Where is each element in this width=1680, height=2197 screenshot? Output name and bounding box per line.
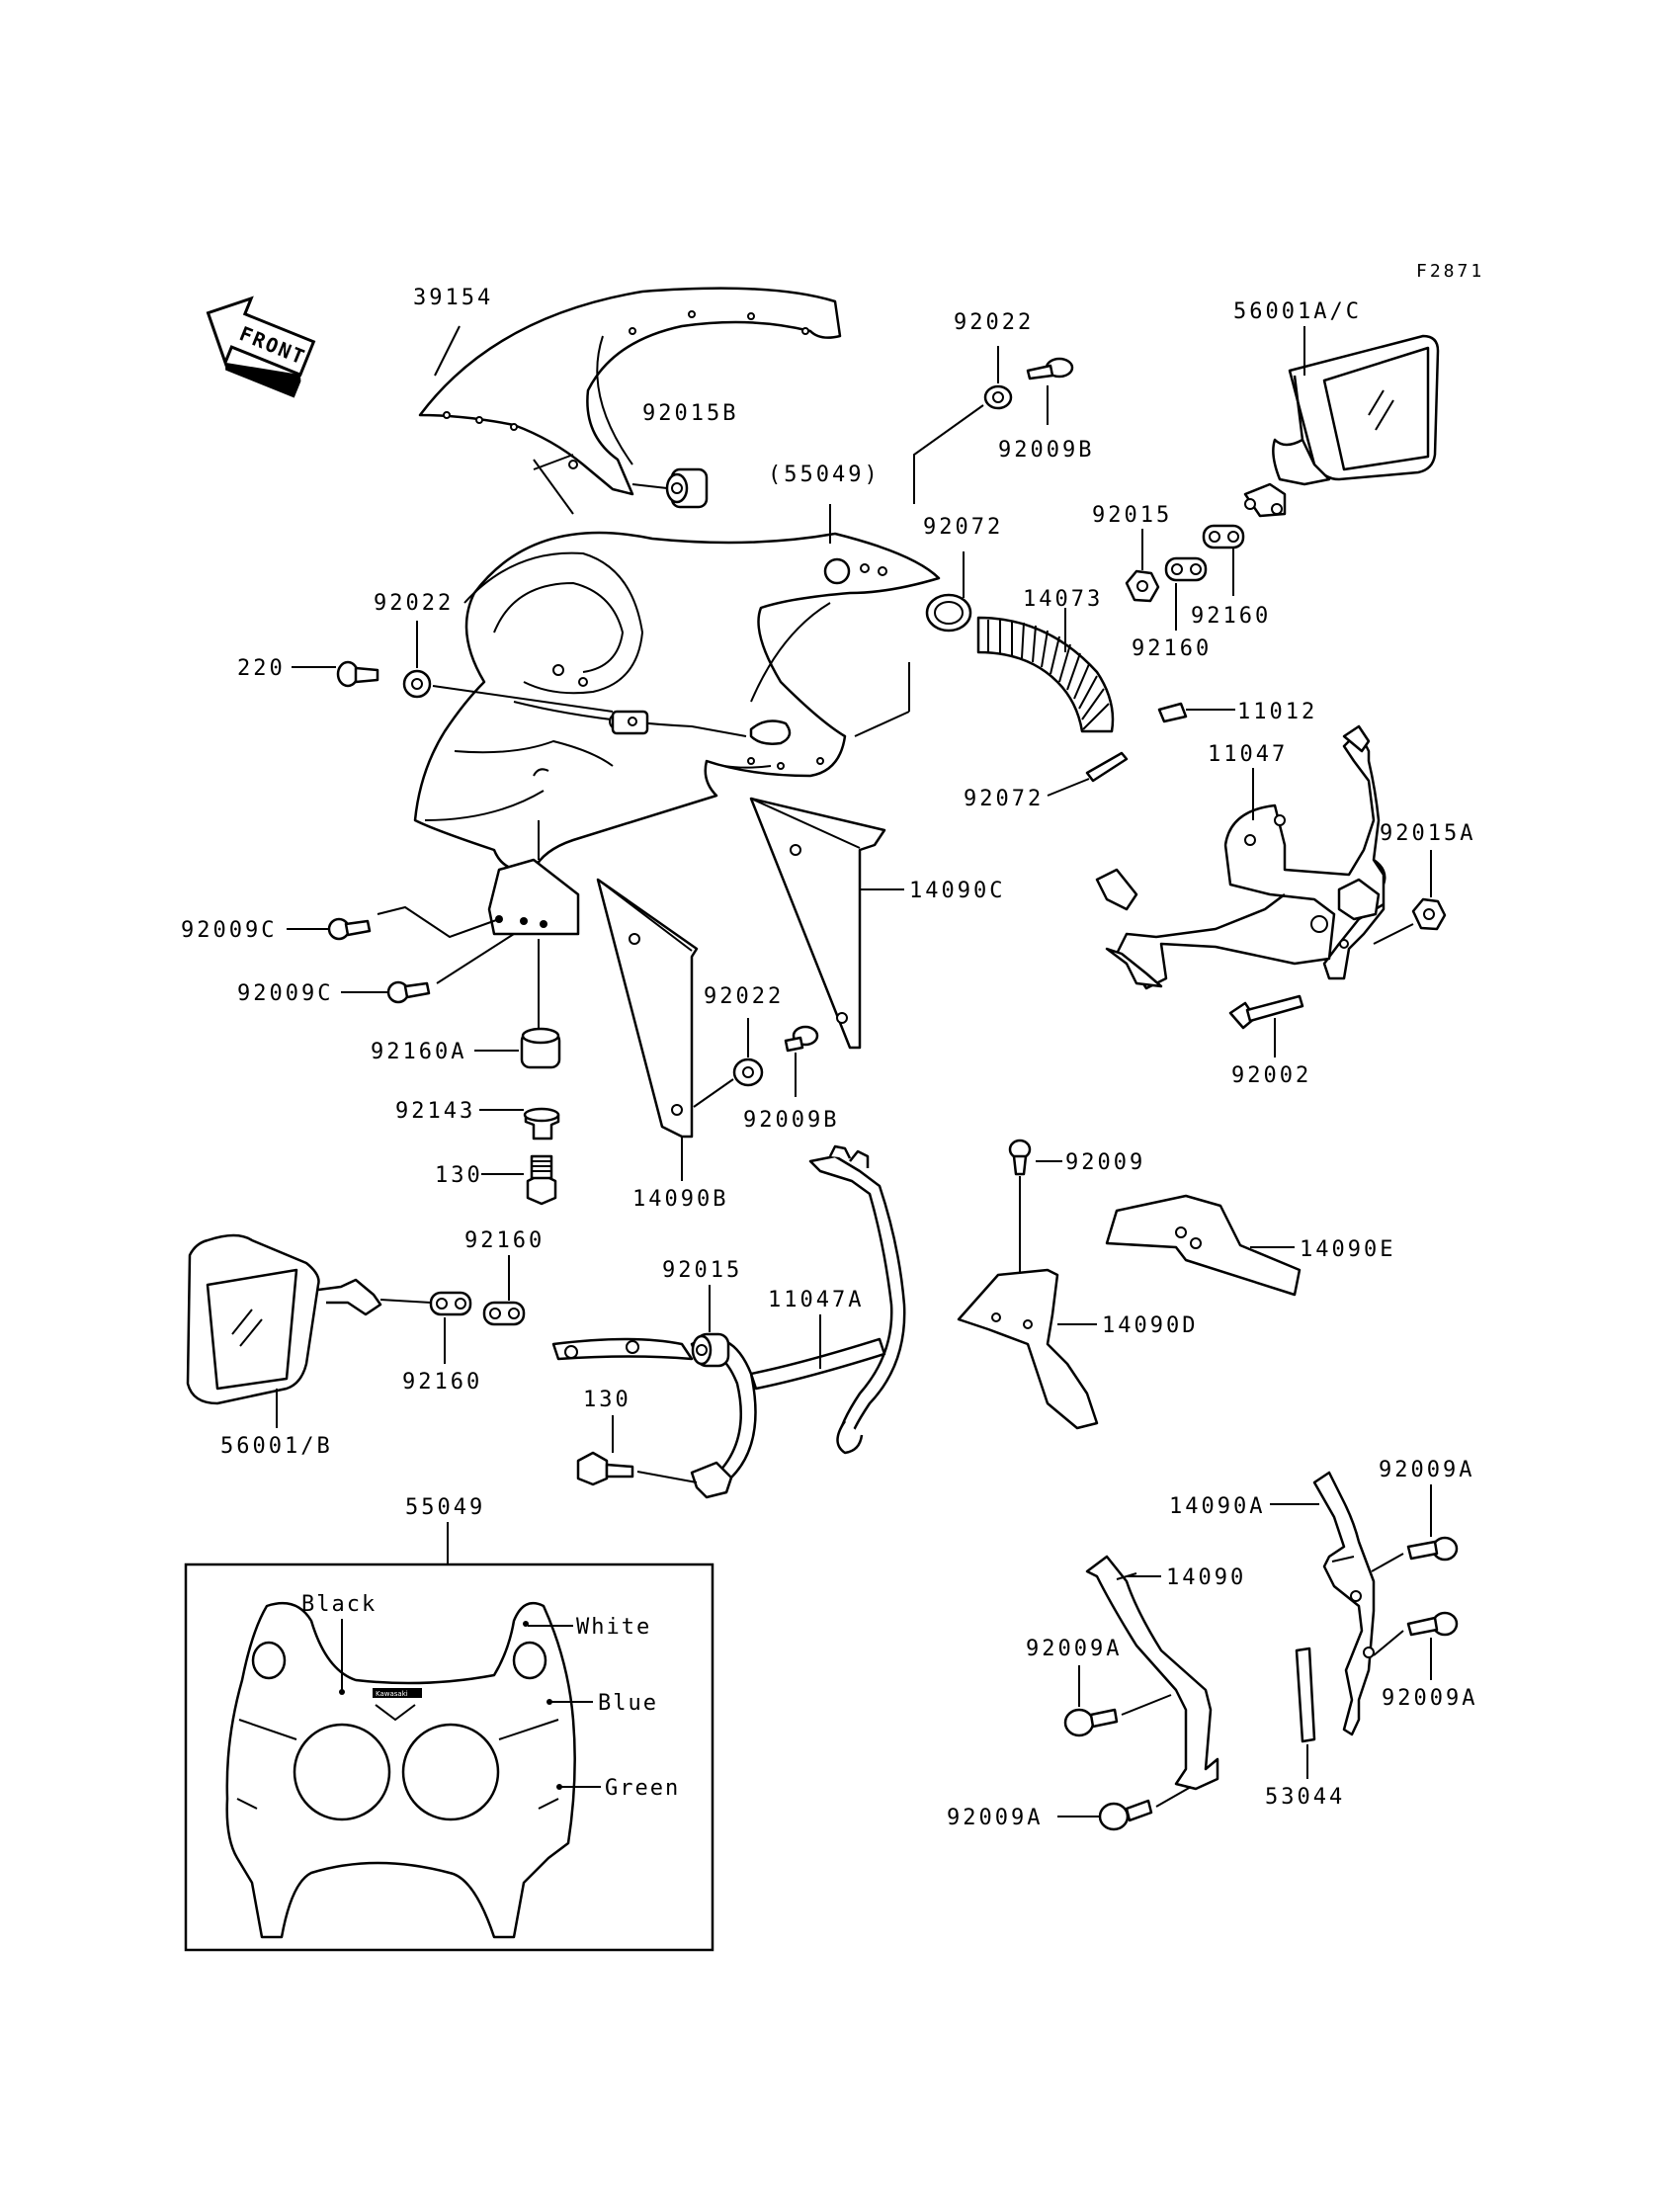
label-92022-mid: 92022 [704,984,784,1009]
label-92009c-a: 92009C [181,918,277,943]
upper-cowl-39154 [418,287,842,515]
label-11047a: 11047A [768,1288,864,1312]
label-92009a-left-2: 92009A [947,1806,1043,1830]
diagram-code: F2871 [1416,261,1484,282]
label-130-top: 130 [435,1163,483,1188]
label-92160-top-a: 92160 [1191,604,1271,629]
hose-14073 [976,616,1115,733]
color-label-green: Green [605,1776,680,1801]
bracket-14090a [1312,1471,1376,1736]
label-11047: 11047 [1208,742,1288,767]
washer-92022-top [983,384,1013,410]
label-92143: 92143 [395,1099,475,1124]
label-92015-bottom: 92015 [662,1258,742,1283]
bolt-130-top [526,1154,557,1206]
plate-14090b [596,878,699,1139]
bolt-92009a-top-right [1406,1536,1459,1562]
damper-92160a [520,1027,561,1069]
pad-11012 [1157,702,1188,723]
label-56001ac: 56001A/C [1233,299,1362,324]
stay-11047 [1095,724,1386,990]
plate-14090d [957,1268,1099,1430]
label-92009a-top-right: 92009A [1379,1458,1474,1482]
color-label-white: White [576,1615,651,1640]
label-14073: 14073 [1023,587,1103,612]
color-label-black: Black [301,1592,377,1617]
screw-92009c-a [327,917,372,941]
label-92022-left: 92022 [374,591,454,616]
label-14090e: 14090E [1300,1237,1395,1262]
label-53044: 53044 [1265,1785,1345,1810]
nut-92015-top [1125,569,1160,603]
label-14090c: 14090C [909,879,1005,903]
main-cowl-55049 [413,531,941,936]
label-14090b: 14090B [632,1187,728,1212]
label-92002: 92002 [1231,1063,1311,1088]
inset-logo: Kawasaki [376,1690,408,1698]
label-92022-top: 92022 [954,310,1034,335]
bolt-92009a-left-2 [1098,1799,1153,1831]
bolt-92009b-top [1026,357,1074,380]
label-92009b-top: 92009B [998,438,1094,463]
bolt-130-bottom [576,1451,634,1486]
label-220: 220 [237,656,286,681]
clamp-92072-top [925,593,972,633]
label-92009a-right-2: 92009A [1382,1686,1477,1711]
damper-92160-bottom-a [482,1301,526,1326]
bracket-11047a [551,1144,906,1499]
collar-92143 [523,1107,560,1141]
color-label-blue: Blue [598,1691,658,1716]
label-130-bottom: 130 [583,1388,631,1412]
damper-92160-top-a [1202,524,1245,549]
label-92009: 92009 [1065,1150,1145,1175]
plate-14090c [749,797,886,1050]
inset-box [184,1563,714,1952]
screw-92009 [1008,1139,1032,1176]
label-92072-top: 92072 [923,515,1003,540]
mirror-56001ac [1243,334,1440,518]
grommet-92015-bottom [691,1332,730,1368]
label-92009c-b: 92009C [237,981,333,1006]
bolt-92002 [1228,994,1304,1030]
label-92160-bottom-b: 92160 [402,1370,482,1394]
label-14090: 14090 [1166,1565,1246,1590]
front-arrow-icon: FRONT [206,296,316,398]
label-92015-top: 92015 [1092,503,1172,528]
grommet-92015b [665,467,709,509]
label-14090d: 14090D [1102,1313,1198,1338]
bolt-92009b-mid [784,1025,819,1053]
label-92072-bottom: 92072 [964,787,1044,811]
label-55049-paren: (55049) [768,463,881,487]
washer-92022-mid [732,1057,764,1087]
label-92160-bottom-a: 92160 [464,1228,545,1253]
label-56001b: 56001/B [220,1434,333,1459]
bolt-92009a-left-1 [1063,1708,1119,1737]
label-55049: 55049 [405,1495,485,1520]
label-92015b: 92015B [642,401,738,426]
washer-92022-left [402,669,432,699]
label-92009b-mid: 92009B [743,1108,839,1133]
plate-14090e [1105,1194,1302,1297]
screw-92009c-b [386,980,431,1004]
label-92015a: 92015A [1380,821,1475,846]
label-92160a: 92160A [371,1040,466,1064]
screw-220 [336,660,379,688]
pin-92072-bottom [1085,751,1129,783]
label-39154: 39154 [413,286,493,310]
mirror-56001b [186,1233,382,1405]
inset-cowl-drawing: Kawasaki [225,1601,576,1939]
strip-53044 [1295,1647,1316,1743]
damper-92160-top-b [1164,556,1208,582]
nut-92015a [1411,897,1447,931]
bolt-92009a-right-2 [1406,1611,1459,1637]
label-11012: 11012 [1237,700,1317,724]
label-92160-top-b: 92160 [1132,636,1212,661]
bracket-14090 [1085,1555,1219,1791]
damper-92160-bottom-b [429,1291,472,1316]
label-92009a-left-1: 92009A [1026,1637,1122,1661]
label-14090a: 14090A [1169,1494,1265,1519]
